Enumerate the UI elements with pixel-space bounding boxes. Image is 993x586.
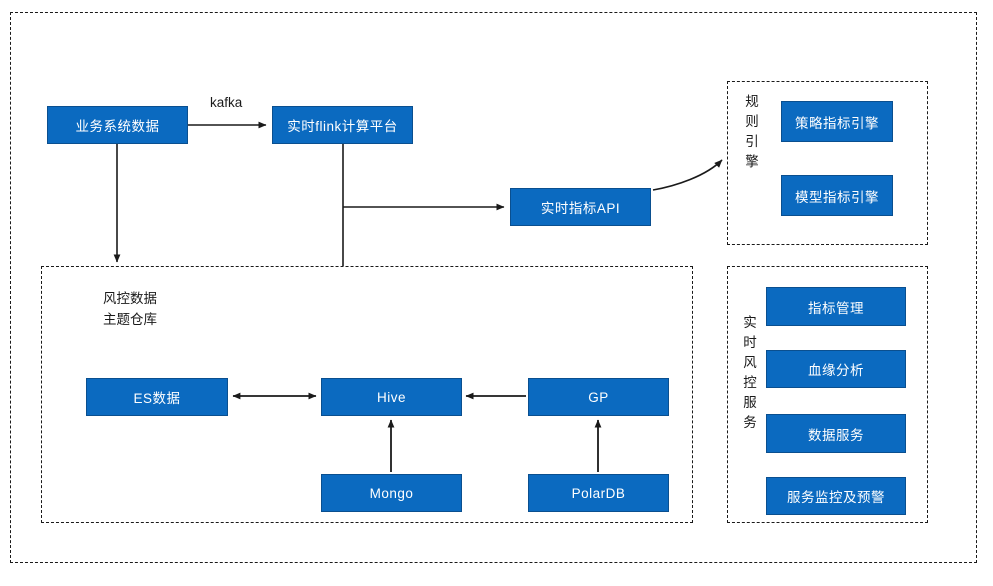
node-polardb[interactable]: PolarDB bbox=[528, 474, 669, 512]
realtime-risk-service-panel bbox=[727, 266, 928, 523]
node-realtime-metric-api[interactable]: 实时指标API bbox=[510, 188, 651, 226]
node-flink-platform[interactable]: 实时flink计算平台 bbox=[272, 106, 413, 144]
node-data-service[interactable]: 数据服务 bbox=[766, 414, 906, 453]
warehouse-panel-label: 风控数据 主题仓库 bbox=[103, 291, 157, 327]
node-hive[interactable]: Hive bbox=[321, 378, 462, 416]
outer-dashed-frame bbox=[10, 12, 977, 563]
node-metric-management[interactable]: 指标管理 bbox=[766, 287, 906, 326]
rule-engine-panel bbox=[727, 81, 928, 245]
node-service-monitoring-alert[interactable]: 服务监控及预警 bbox=[766, 477, 906, 515]
edge-label-kafka: kafka bbox=[208, 95, 245, 110]
node-mongo[interactable]: Mongo bbox=[321, 474, 462, 512]
node-gp[interactable]: GP bbox=[528, 378, 669, 416]
node-model-metric-engine[interactable]: 模型指标引擎 bbox=[781, 175, 893, 216]
realtime-risk-service-panel-label: 实时风控服务 bbox=[743, 315, 757, 430]
node-strategy-metric-engine[interactable]: 策略指标引擎 bbox=[781, 101, 893, 142]
rule-engine-panel-label: 规则引擎 bbox=[745, 94, 759, 169]
node-lineage-analysis[interactable]: 血缘分析 bbox=[766, 350, 906, 388]
node-es-data[interactable]: ES数据 bbox=[86, 378, 228, 416]
risk-data-warehouse-panel bbox=[41, 266, 693, 523]
node-business-system-data[interactable]: 业务系统数据 bbox=[47, 106, 188, 144]
